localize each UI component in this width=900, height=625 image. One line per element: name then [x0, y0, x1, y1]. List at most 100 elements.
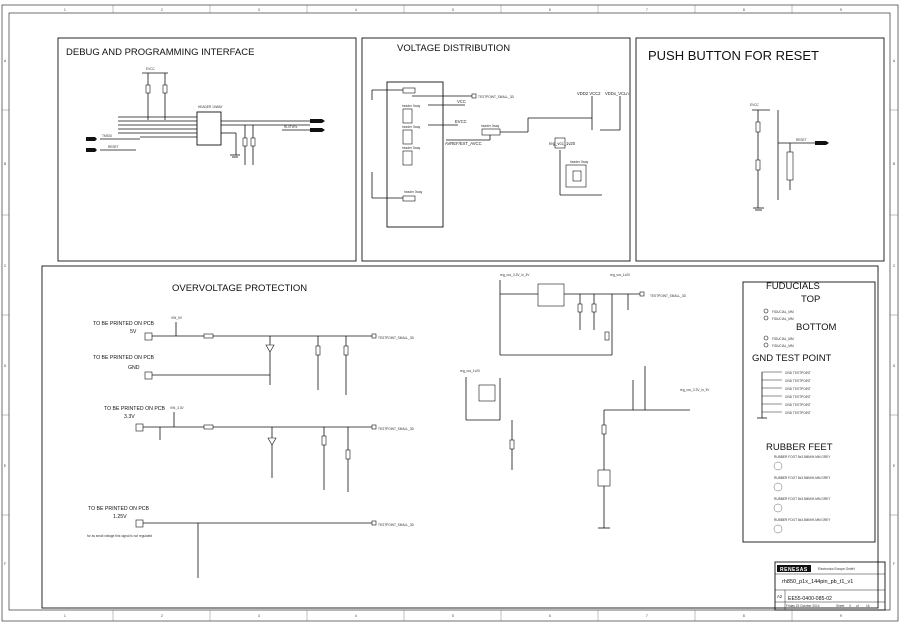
svg-text:9: 9 [840, 614, 842, 618]
connector-5v [144, 332, 153, 341]
svg-text:RENESAS: RENESAS [780, 567, 808, 573]
svg-text:F: F [4, 562, 6, 566]
svg-text:FIDUCIAL_MM: FIDUCIAL_MM [772, 337, 794, 341]
svg-text:header 3way: header 3way [404, 190, 423, 194]
svg-text:GND TESTPOINT: GND TESTPOINT [785, 395, 811, 399]
svg-text:A2: A2 [777, 594, 783, 599]
svg-text:3.3V: 3.3V [124, 414, 135, 420]
svg-text:VDDx_VCLn: VDDx_VCLn [605, 91, 629, 96]
svg-text:7: 7 [646, 614, 648, 618]
svg-text:VIN_3.3V: VIN_3.3V [170, 406, 185, 410]
svg-text:header 3way: header 3way [402, 125, 421, 129]
svg-text:6: 6 [549, 614, 551, 618]
svg-text:GND: GND [128, 365, 140, 371]
svg-text:TO BE PRINTED ON PCB: TO BE PRINTED ON PCB [93, 355, 155, 361]
svg-text:header 3way: header 3way [402, 104, 421, 108]
svg-text:8: 8 [743, 8, 745, 12]
svg-text:B: B [4, 162, 6, 166]
svg-text:1: 1 [64, 8, 66, 12]
svg-text:4: 4 [355, 8, 357, 12]
svg-text:TO BE PRINTED ON PCB: TO BE PRINTED ON PCB [93, 321, 155, 327]
connector-3v3 [135, 423, 144, 432]
svg-text:HEADER 10WAY: HEADER 10WAY [198, 105, 223, 109]
svg-text:TO BE PRINTED ON PCB: TO BE PRINTED ON PCB [88, 506, 150, 512]
voltage-section: VOLTAGE DISTRIBUTION [361, 37, 631, 262]
connector-gnd [144, 371, 153, 380]
svg-text:reg_vcc_1v20: reg_vcc_1v20 [610, 273, 630, 277]
svg-text:8: 8 [743, 614, 745, 618]
svg-text:RUBBER FOOT 8x3.5MM/H-MM GREY: RUBBER FOOT 8x3.5MM/H-MM GREY [774, 518, 831, 522]
voltage-connector [386, 81, 444, 228]
svg-text:TESTPOINT_SMALL_3D: TESTPOINT_SMALL_3D [378, 336, 415, 340]
reset-title: PUSH BUTTON FOR RESET [648, 48, 819, 63]
svg-text:3: 3 [258, 8, 260, 12]
svg-text:1: 1 [64, 614, 66, 618]
svg-text:RL0TxRx: RL0TxRx [284, 125, 298, 129]
svg-text:reg_vcc_3.3V_in_3V: reg_vcc_3.3V_in_3V [680, 388, 710, 392]
reset-section: PUSH BUTTON FOR RESET EVCC RESET [635, 37, 885, 262]
svg-text:TESTPOINT_SMALL_3D: TESTPOINT_SMALL_3D [378, 523, 415, 527]
svg-text:reg_vcc_1v20: reg_vcc_1v20 [460, 369, 480, 373]
debug-section: DEBUG AND PROGRAMMING INTERFACE EVCC HEA… [57, 37, 357, 262]
svg-text:RUBBER FOOT 8x3.5MM/H-MM GREY: RUBBER FOOT 8x3.5MM/H-MM GREY [774, 455, 831, 459]
svg-text:4: 4 [355, 614, 357, 618]
svg-text:header 3way: header 3way [481, 124, 500, 128]
svg-text:GND TESTPOINT: GND TESTPOINT [785, 411, 811, 415]
svg-text:9: 9 [840, 8, 842, 12]
svg-text:EVCC: EVCC [750, 103, 760, 107]
svg-text:2: 2 [161, 614, 163, 618]
svg-text:VIN_5V: VIN_5V [171, 316, 183, 320]
svg-text:RESET: RESET [108, 145, 119, 149]
svg-text:6: 6 [549, 8, 551, 12]
ovp-section: OVERVOLTAGE PROTECTION TO BE PRINTED ON … [41, 265, 879, 609]
svg-text:GND TESTPOINT: GND TESTPOINT [785, 387, 811, 391]
svg-text:2: 2 [161, 8, 163, 12]
svg-text:1.25V: 1.25V [113, 514, 127, 520]
svg-text:TESTPOINT_SMALL_3D: TESTPOINT_SMALL_3D [378, 427, 415, 431]
svg-text:header 3way: header 3way [402, 146, 421, 150]
svg-text:AVREF/EXT_AVCC: AVREF/EXT_AVCC [445, 141, 482, 146]
svg-text:C: C [4, 264, 7, 268]
title-block: RENESAS Electronics Europe GmbH rh850_p1… [774, 561, 886, 611]
renesas-logo [777, 565, 811, 572]
svg-text:5: 5 [452, 8, 454, 12]
svg-text:TMS/D: TMS/D [102, 134, 113, 138]
svg-text:TOP: TOP [801, 294, 820, 305]
svg-text:B: B [893, 162, 895, 166]
svg-text:reg_vcc_1v20: reg_vcc_1v20 [549, 141, 576, 146]
svg-text:RUBBER FOOT 8x3.5MM/H-MM GREY: RUBBER FOOT 8x3.5MM/H-MM GREY [774, 476, 831, 480]
svg-text:FIDUCIAL_MM: FIDUCIAL_MM [772, 344, 794, 348]
debug-header [196, 111, 222, 146]
svg-text:header 3way: header 3way [570, 160, 589, 164]
svg-text:5: 5 [452, 614, 454, 618]
sheet-frame: 1 2 3 4 5 6 7 8 9 1 2 3 4 5 6 7 8 9 A B … [1, 4, 899, 622]
svg-text:EVCC: EVCC [146, 67, 156, 71]
svg-text:Electronics Europe GmbH: Electronics Europe GmbH [818, 567, 856, 571]
connector-1v25 [135, 519, 144, 528]
svg-text:TO BE PRINTED ON PCB: TO BE PRINTED ON PCB [104, 406, 166, 412]
svg-text:GND TESTPOINT: GND TESTPOINT [785, 403, 811, 407]
svg-text:reg_vcc_3.3V_in_3V: reg_vcc_3.3V_in_3V [500, 273, 530, 277]
svg-text:GND TESTPOINT: GND TESTPOINT [785, 371, 811, 375]
svg-text:5V: 5V [130, 329, 137, 335]
svg-text:GND TESTPOINT: GND TESTPOINT [785, 379, 811, 383]
svg-text:VCC: VCC [457, 99, 466, 104]
svg-text:D: D [4, 364, 7, 368]
svg-text:RUBBER FEET: RUBBER FEET [766, 442, 833, 453]
svg-text:BOTTOM: BOTTOM [796, 322, 837, 333]
ovp-title: OVERVOLTAGE PROTECTION [172, 283, 307, 294]
voltage-title: VOLTAGE DISTRIBUTION [397, 43, 510, 54]
svg-text:E: E [893, 464, 895, 468]
project-name: rh850_p1x_144pin_pb_t1_v1 [782, 579, 853, 585]
svg-text:for as small voltage this sign: for as small voltage this signal is not … [87, 534, 152, 538]
svg-text:FIDUCIAL_MM: FIDUCIAL_MM [772, 310, 794, 314]
svg-text:7: 7 [646, 8, 648, 12]
svg-text:Friday 23 October 2014: Friday 23 October 2014 [786, 604, 820, 608]
debug-title: DEBUG AND PROGRAMMING INTERFACE [66, 47, 254, 58]
svg-text:RESET: RESET [796, 138, 807, 142]
fiducials-section: FUDUCIALS TOP FIDUCIAL_MM FIDUCIAL_MM BO… [742, 281, 876, 543]
svg-text:RUBBER FOOT 8x3.5MM/H-MM GREY: RUBBER FOOT 8x3.5MM/H-MM GREY [774, 497, 831, 501]
svg-text:EVCC: EVCC [455, 119, 467, 124]
svg-text:D: D [893, 364, 896, 368]
